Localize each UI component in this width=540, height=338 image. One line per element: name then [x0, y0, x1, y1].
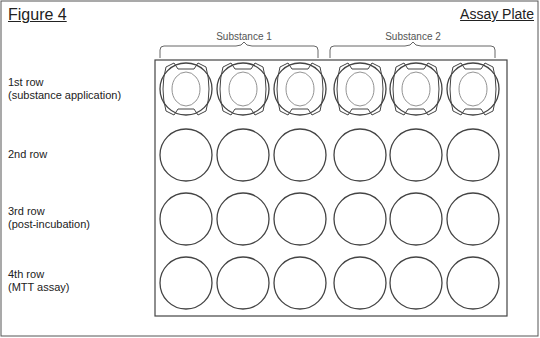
well	[447, 257, 499, 309]
row-label: 4th row	[8, 268, 44, 281]
well	[334, 257, 386, 309]
figure-title: Figure 4	[8, 6, 67, 24]
insert-membrane	[402, 72, 430, 106]
tissue-insert	[450, 63, 496, 115]
insert-membrane	[229, 72, 257, 106]
well	[160, 257, 212, 309]
row-label: 2nd row	[8, 148, 47, 161]
well	[390, 63, 442, 115]
well	[447, 129, 499, 181]
tissue-insert	[277, 63, 323, 115]
well	[217, 63, 269, 115]
row-note: (post-incubation)	[8, 218, 90, 231]
well	[390, 129, 442, 181]
well	[334, 63, 386, 115]
well	[274, 193, 326, 245]
insert-membrane	[346, 72, 374, 106]
well	[217, 257, 269, 309]
well	[447, 193, 499, 245]
well	[160, 63, 212, 115]
well	[160, 193, 212, 245]
well	[274, 63, 326, 115]
well	[274, 129, 326, 181]
tissue-insert	[393, 63, 439, 115]
well	[390, 193, 442, 245]
row-note: (MTT assay)	[8, 281, 70, 294]
well	[334, 129, 386, 181]
well	[274, 257, 326, 309]
well	[217, 193, 269, 245]
well	[447, 63, 499, 115]
insert-membrane	[286, 72, 314, 106]
insert-membrane	[172, 72, 200, 106]
row-note: (substance application)	[8, 89, 121, 102]
well	[217, 129, 269, 181]
insert-membrane	[459, 72, 487, 106]
well	[334, 193, 386, 245]
group-label: Substance 1	[216, 31, 272, 43]
group-label: Substance 2	[385, 31, 441, 43]
tissue-insert	[220, 63, 266, 115]
row-label: 1st row	[8, 76, 43, 89]
tissue-insert	[163, 63, 209, 115]
well	[160, 129, 212, 181]
tissue-insert	[337, 63, 383, 115]
well	[390, 257, 442, 309]
plate-title: Assay Plate	[460, 6, 534, 22]
row-label: 3rd row	[8, 205, 45, 218]
